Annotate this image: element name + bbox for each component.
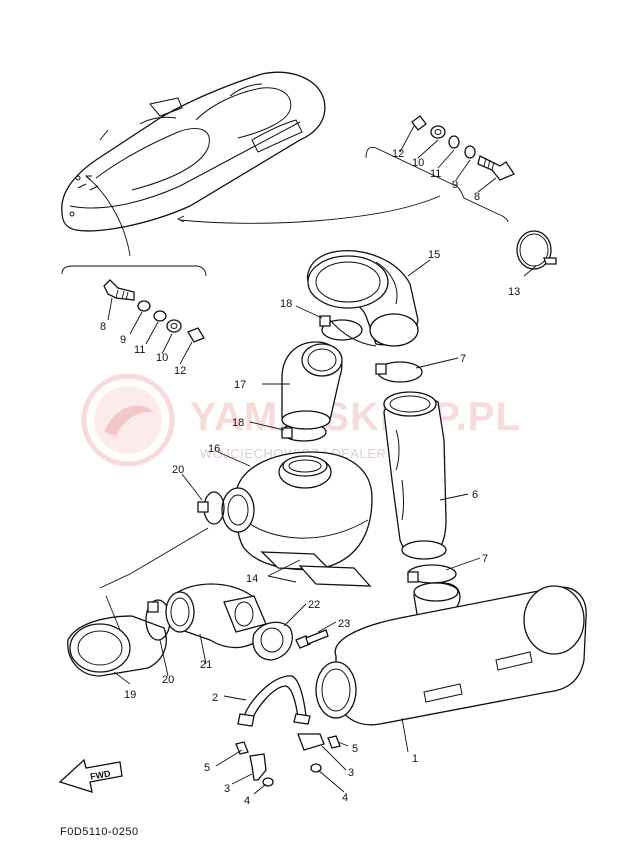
clamp-13-icon [516,230,557,270]
callout-21: 21 [200,659,212,671]
watermark-brand: YAMA-SKLEP.PL [190,395,521,439]
callout-labels: 1 2 3 3 4 4 5 5 6 7 7 8 8 9 9 10 10 11 1… [100,148,520,807]
callout-11-right: 11 [430,168,441,180]
callout-20-upper: 20 [172,464,184,476]
callout-4-right: 4 [342,792,348,804]
callout-20-lower: 20 [162,674,174,686]
fwd-arrow-icon: FWD [58,758,123,793]
callout-5-right: 5 [352,743,358,755]
gasket-22-icon [252,621,293,661]
nut-10-icon [430,125,446,139]
diagram-code: F0D5110-0250 [60,826,139,838]
pointer-line-left [85,175,131,257]
callout-2: 2 [212,692,218,704]
clamp-18-upper-icon [319,315,363,341]
pointer-arrow-top [176,215,185,223]
callout-13: 13 [508,286,520,298]
callout-1: 1 [412,753,418,765]
callout-11-left: 11 [134,344,145,356]
bracket-3-left-icon [249,753,267,781]
pipe-19-icon [67,615,167,677]
callout-9-left: 9 [120,334,126,346]
washer-9-left-icon [137,300,151,312]
hardware-left-icon [235,741,274,787]
bracket-3-right-icon [297,733,325,751]
pointer-arrow-left [84,175,92,181]
watermark-logo-icon [81,373,175,467]
callout-5-left: 5 [204,762,210,774]
elbow-17-icon [281,341,343,430]
clamp-7-upper-icon [375,361,423,383]
washer-11-icon [448,135,460,149]
pipe-21-icon [165,583,267,649]
clip-12-icon [411,115,427,131]
muffler-1-icon [315,582,587,726]
hardware-right-icon [297,733,341,773]
callout-4-left: 4 [244,795,250,807]
callout-9-right: 9 [452,179,458,191]
leader-lines [99,125,537,795]
strap-2-icon [237,675,311,727]
bracket-right [365,146,509,223]
washer-9-icon [464,145,476,159]
callout-22: 22 [308,599,320,611]
callout-19: 19 [124,689,136,701]
bolt-8-left-icon [103,279,135,301]
callout-8-right: 8 [474,191,480,203]
fastener-set-left [103,279,205,343]
watercraft-illustration [61,71,326,232]
bolt-8-icon [477,155,515,181]
callout-3-right: 3 [348,767,354,779]
callout-10-right: 10 [412,157,424,169]
callout-7-lower: 7 [482,553,488,565]
callout-8-left: 8 [100,321,106,333]
callout-6: 6 [472,489,478,501]
hose-6-icon [383,391,447,560]
bolt-23-icon [295,629,329,649]
muffler-16-icon [221,451,373,571]
watermark: YAMA-SKLEP.PL WOJCIECHOWICZ | DEALER YAM… [81,373,521,467]
callout-18-lower: 18 [232,417,244,429]
bracket-left [61,265,207,277]
callout-16: 16 [208,443,220,455]
clip-12-left-icon [187,327,205,343]
pointer-line-top [179,195,441,224]
callout-17: 17 [234,379,246,391]
callout-12-left: 12 [174,365,186,377]
fastener-set-right [411,115,515,181]
fwd-label: FWD [89,768,111,781]
callout-7-upper: 7 [460,353,466,365]
callout-12-right: 12 [392,148,404,160]
callout-10-left: 10 [156,352,168,364]
washer-11-left-icon [153,310,167,322]
callout-23: 23 [338,618,350,630]
callout-3-left: 3 [224,783,230,795]
nut-10-left-icon [166,319,182,333]
callout-18-upper: 18 [280,298,292,310]
callout-15: 15 [428,249,440,261]
gasket-14-icon [260,551,372,587]
screw-5-left-icon [235,741,249,755]
elbow-15-icon [306,250,419,347]
screw-5-right-icon [327,735,341,749]
clamp-7-lower-icon [407,564,457,584]
callout-14: 14 [246,573,258,585]
clamp-20-upper-icon [197,491,225,525]
